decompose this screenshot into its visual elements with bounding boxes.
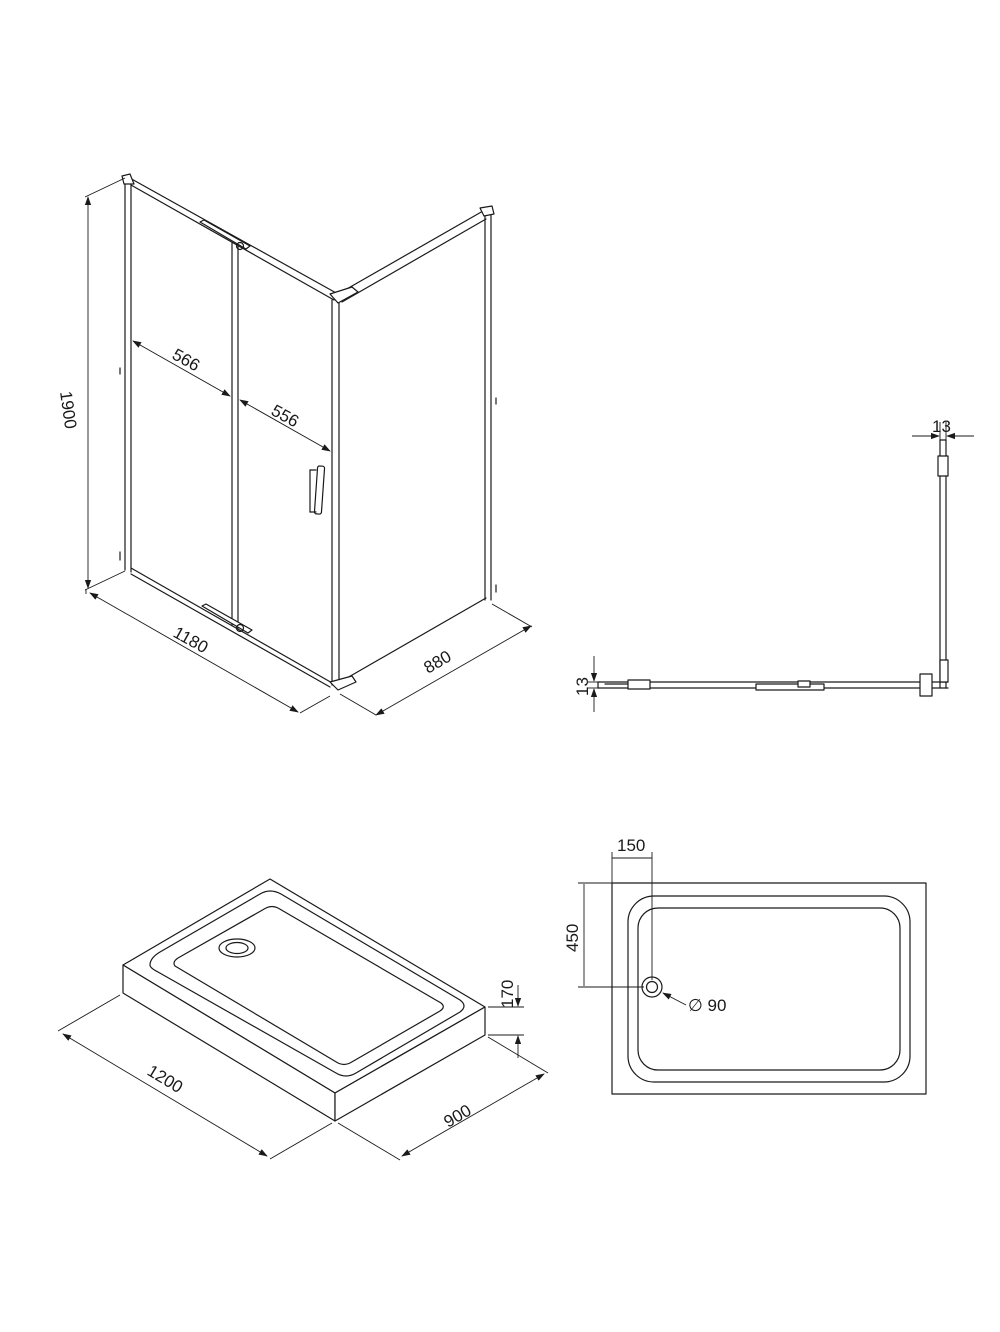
shower-cabin-isometric: 1900 566 556 1180 880 (56, 173, 533, 716)
cabin-plan-view: 13 13 (573, 417, 974, 712)
tray-height-label: 170 (498, 980, 517, 1008)
tray-drain-diameter-label: ∅ 90 (688, 996, 726, 1015)
tray-drain-x-label: 150 (617, 836, 645, 855)
plan-profile-left-label: 13 (573, 677, 592, 696)
door-right-width-label: 556 (268, 401, 302, 431)
cabin-height-label: 1900 (56, 390, 80, 430)
tray-width-label: 900 (441, 1101, 475, 1132)
plan-profile-top-label: 13 (932, 417, 951, 436)
cabin-width-label: 1180 (170, 623, 211, 657)
shower-tray-top-view: ∅ 90 150 450 (563, 836, 927, 1095)
shower-tray-isometric: 170 1200 900 (57, 878, 549, 1161)
tray-drain-y-label: 450 (563, 924, 582, 952)
door-left-width-label: 566 (169, 345, 203, 375)
tray-length-label: 1200 (144, 1061, 186, 1097)
